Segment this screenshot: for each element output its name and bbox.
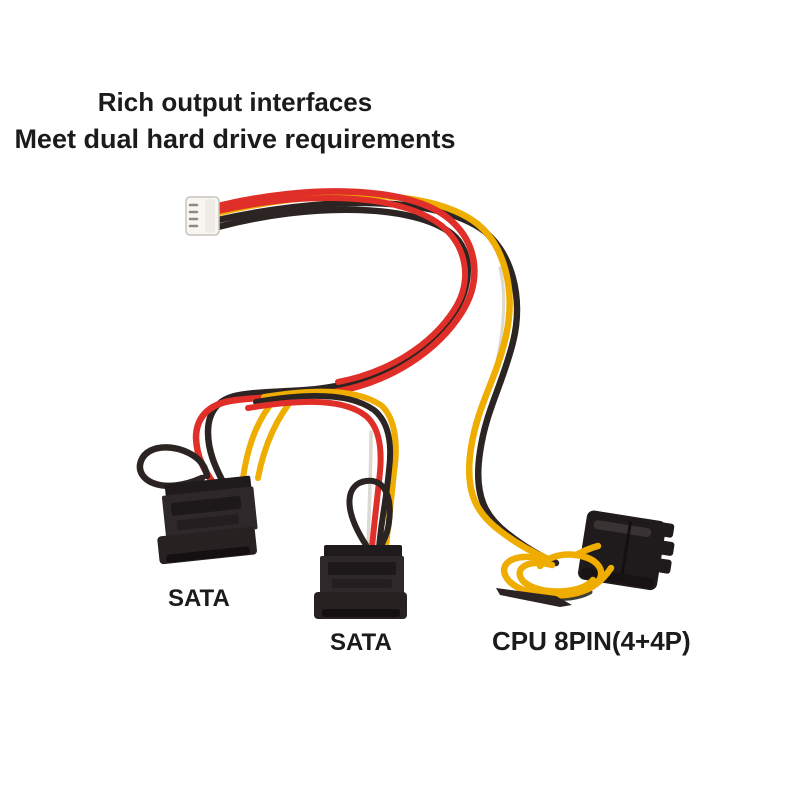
sata-middle-groove (328, 562, 396, 575)
sata-left-groove (170, 495, 242, 516)
black-loop-sata-left (136, 444, 211, 490)
wire-harness (136, 188, 560, 567)
label-cpu-8pin: CPU 8PIN(4+4P) (492, 626, 691, 656)
cpu-front-wire-loops (496, 542, 615, 607)
cpu-clip-notch-3 (657, 558, 672, 574)
white-4pin-input-plug (185, 196, 220, 236)
plug-pin-slots (188, 203, 199, 228)
label-sata-left: SATA (168, 585, 230, 612)
red-wire-into-sata-middle (245, 398, 384, 551)
cpu-top-sheen (593, 520, 652, 538)
sata-left-slot (166, 546, 251, 563)
sata-left-groove2 (176, 514, 239, 531)
cpu-4plus4-seam (619, 521, 633, 583)
headline: Rich output interfaces Meet dual hard dr… (0, 84, 470, 158)
headline-line2: Meet dual hard drive requirements (14, 124, 456, 154)
sata-middle-groove2 (332, 579, 392, 588)
black-loop-sata-middle (346, 477, 393, 549)
cpu-clip-notch-1 (657, 522, 675, 538)
yellow-loop-2 (516, 559, 597, 595)
cpu-clip-notch-2 (658, 540, 675, 556)
plug-shading (205, 199, 215, 233)
red-wire-inner-arc (192, 188, 478, 485)
black-wire-into-sata-middle (253, 392, 394, 551)
yellow-stub-into-cpu (572, 542, 602, 559)
yellow-loop-1 (501, 551, 605, 599)
sata-connector-middle (314, 545, 407, 619)
black-wire-inner-arc (204, 206, 471, 484)
black-wire-tail (496, 588, 572, 607)
yellow-stub-into-cpu-2 (592, 564, 615, 588)
red-wire-parallel (215, 195, 468, 385)
white-strand-sata-middle (366, 430, 373, 550)
sata-connector-left (157, 475, 258, 565)
label-sata-middle: SATA (330, 629, 392, 656)
sata-middle-slot (322, 609, 400, 617)
headline-line1: Rich output interfaces (97, 87, 373, 117)
